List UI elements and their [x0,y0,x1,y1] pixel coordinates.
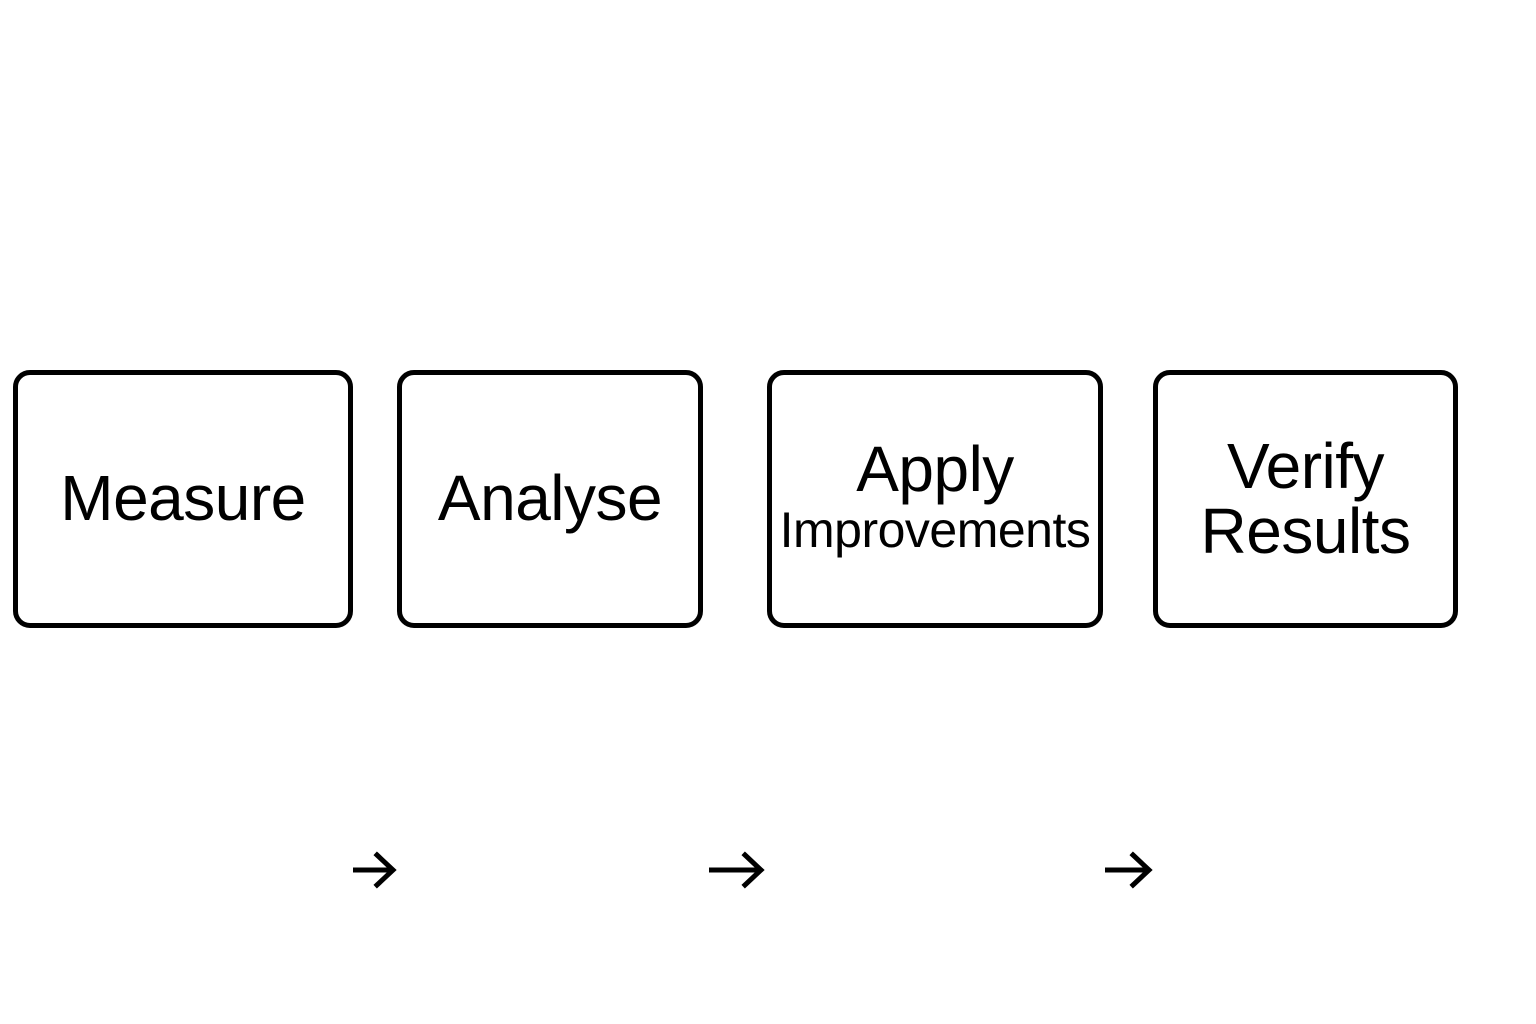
process-node-analyse[interactable]: Analyse [397,370,703,628]
process-flow-row: Measure Analyse [0,370,1536,889]
process-node-apply-label-line-2: Improvements [779,501,1091,558]
process-node-apply-label-stack: Apply Improvements [779,433,1091,558]
process-node-analyse-label: Analyse [437,462,663,535]
process-node-measure[interactable]: Measure [13,370,353,628]
process-node-verify-label-line-2: Results [1200,495,1411,567]
process-node-verify-label-stack: Verify Results [1200,429,1411,567]
connector-analyse-to-apply [703,840,767,900]
process-node-apply-label-line-1: Apply [856,433,1014,506]
process-node-apply-improvements[interactable]: Apply Improvements [767,370,1103,628]
arrow-right-icon [703,840,767,900]
process-node-verify-results[interactable]: Verify Results [1153,370,1458,628]
connector-measure-to-analyse [353,840,397,900]
connector-apply-to-verify [1103,840,1153,900]
process-node-verify-label-line-1: Verify [1226,429,1385,502]
process-node-measure-label: Measure [60,462,306,535]
arrow-right-icon [1103,840,1153,900]
arrow-right-icon [353,840,397,900]
